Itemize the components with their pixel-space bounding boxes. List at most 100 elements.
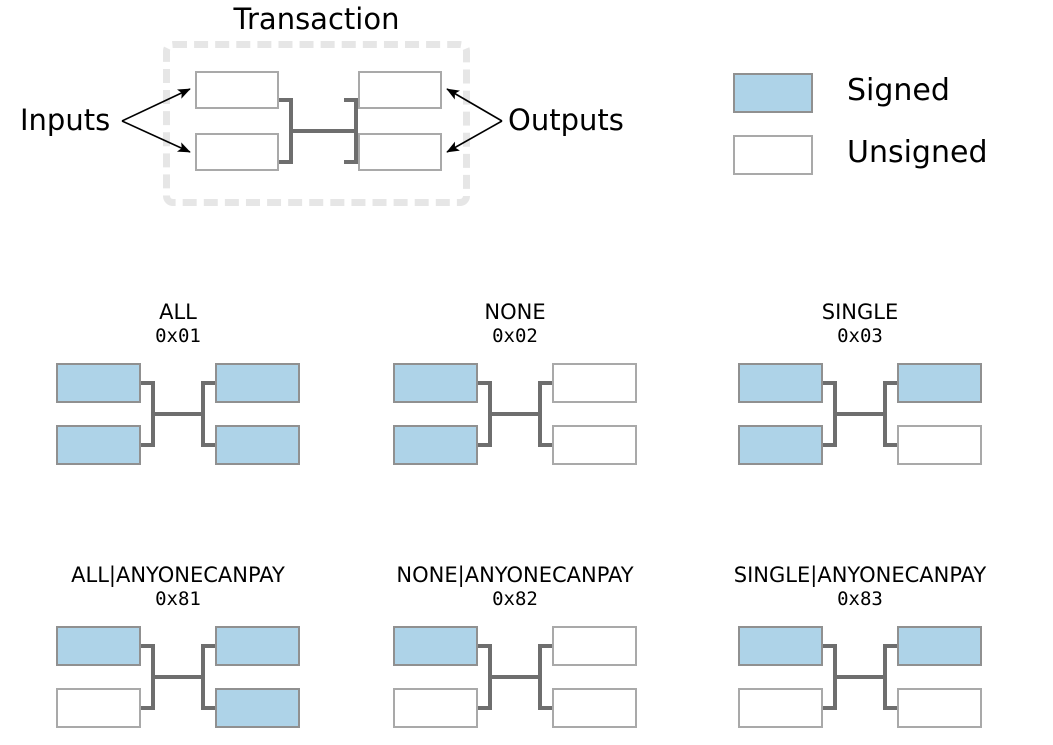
sighash-name: ALL|ANYONECANPAY bbox=[71, 563, 285, 587]
legend-swatch-signed bbox=[733, 73, 813, 113]
outputs-label: Outputs bbox=[508, 103, 624, 137]
sighash-input-box-1 bbox=[393, 363, 478, 403]
wire-center bbox=[289, 129, 358, 133]
sighash-code: 0x01 bbox=[155, 325, 201, 347]
wire-output-stub-top bbox=[883, 644, 897, 648]
wire-output-stub-top bbox=[201, 381, 215, 385]
sighash-input-box-2 bbox=[738, 688, 823, 728]
wire-output-stub-bottom bbox=[883, 706, 897, 710]
sighash-diagram bbox=[700, 357, 1020, 467]
wire-output-stub-1 bbox=[344, 98, 358, 102]
sighash-input-box-2 bbox=[393, 688, 478, 728]
wire-output-stub-bottom bbox=[201, 706, 215, 710]
wire-input-stub-bottom bbox=[823, 706, 837, 710]
wire-output-stub-top bbox=[201, 644, 215, 648]
transaction-title: Transaction bbox=[233, 2, 400, 36]
wire-output-bus bbox=[538, 644, 542, 710]
wire-output-bus bbox=[883, 381, 887, 447]
wire-input-stub-top bbox=[823, 644, 837, 648]
wire-output-stub-bottom bbox=[201, 443, 215, 447]
sighash-input-box-2 bbox=[738, 425, 823, 465]
wire-output-bus bbox=[201, 644, 205, 710]
wire-input-stub-top bbox=[478, 644, 492, 648]
wire-output-stub-bottom bbox=[538, 706, 552, 710]
sighash-input-box-2 bbox=[393, 425, 478, 465]
sighash-output-box-2 bbox=[552, 688, 637, 728]
sighash-output-box-2 bbox=[215, 688, 300, 728]
wire-input-stub-bottom bbox=[478, 443, 492, 447]
sighash-name: ALL bbox=[159, 300, 197, 324]
transaction-input-box-2 bbox=[195, 133, 279, 171]
sighash-input-box-1 bbox=[393, 626, 478, 666]
wire-output-bus bbox=[201, 381, 205, 447]
sighash-name: SINGLE|ANYONECANPAY bbox=[733, 563, 987, 587]
wire-center bbox=[151, 412, 205, 416]
sighash-output-box-2 bbox=[215, 425, 300, 465]
sighash-input-box-1 bbox=[738, 626, 823, 666]
transaction-panel bbox=[163, 41, 470, 206]
wire-output-stub-2 bbox=[344, 160, 358, 164]
wire-input-stub-bottom bbox=[823, 443, 837, 447]
sighash-output-box-1 bbox=[215, 363, 300, 403]
wire-input-stub-2 bbox=[279, 160, 293, 164]
sighash-code: 0x81 bbox=[155, 588, 201, 610]
sighash-input-box-1 bbox=[56, 626, 141, 666]
transaction-output-box-2 bbox=[358, 133, 442, 171]
wire-output-bus bbox=[883, 644, 887, 710]
sighash-name: SINGLE bbox=[821, 300, 899, 324]
sighash-output-box-2 bbox=[897, 688, 982, 728]
sighash-code: 0x83 bbox=[837, 588, 883, 610]
inputs-label: Inputs bbox=[20, 103, 111, 137]
sighash-output-box-2 bbox=[897, 425, 982, 465]
wire-center bbox=[151, 675, 205, 679]
wire-input-stub-top bbox=[141, 644, 155, 648]
sighash-output-box-1 bbox=[215, 626, 300, 666]
sighash-input-box-1 bbox=[738, 363, 823, 403]
transaction-output-box-1 bbox=[358, 71, 442, 109]
sighash-code: 0x02 bbox=[492, 325, 538, 347]
wire-output-stub-bottom bbox=[538, 443, 552, 447]
sighash-diagram bbox=[18, 357, 338, 467]
sighash-diagram bbox=[355, 620, 675, 730]
sighash-input-box-2 bbox=[56, 425, 141, 465]
wire-input-stub-bottom bbox=[141, 706, 155, 710]
sighash-diagram bbox=[18, 620, 338, 730]
legend-swatch-unsigned bbox=[733, 135, 813, 175]
transaction-input-box-1 bbox=[195, 71, 279, 109]
sighash-input-box-2 bbox=[56, 688, 141, 728]
sighash-diagram bbox=[700, 620, 1020, 730]
sighash-output-box-1 bbox=[897, 626, 982, 666]
sighash-name: NONE|ANYONECANPAY bbox=[396, 563, 634, 587]
sighash-name: NONE bbox=[484, 300, 546, 324]
wire-output-stub-top bbox=[538, 381, 552, 385]
wire-output-bus bbox=[538, 381, 542, 447]
wire-center bbox=[833, 412, 887, 416]
wire-center bbox=[488, 412, 542, 416]
wire-center bbox=[833, 675, 887, 679]
sighash-code: 0x82 bbox=[492, 588, 538, 610]
wire-center bbox=[488, 675, 542, 679]
sighash-output-box-1 bbox=[897, 363, 982, 403]
sighash-input-box-1 bbox=[56, 363, 141, 403]
legend-label-signed: Signed bbox=[847, 73, 950, 108]
wire-input-stub-bottom bbox=[478, 706, 492, 710]
wire-input-stub-top bbox=[478, 381, 492, 385]
wire-output-stub-top bbox=[883, 381, 897, 385]
wire-output-bus bbox=[354, 98, 358, 164]
sighash-diagram bbox=[355, 357, 675, 467]
wire-input-stub-top bbox=[141, 381, 155, 385]
wire-input-stub-bottom bbox=[141, 443, 155, 447]
sighash-output-box-1 bbox=[552, 626, 637, 666]
legend: Signed Unsigned bbox=[733, 73, 1033, 183]
wire-input-stub-top bbox=[823, 381, 837, 385]
legend-label-unsigned: Unsigned bbox=[847, 135, 988, 170]
wire-output-stub-top bbox=[538, 644, 552, 648]
sighash-output-box-2 bbox=[552, 425, 637, 465]
